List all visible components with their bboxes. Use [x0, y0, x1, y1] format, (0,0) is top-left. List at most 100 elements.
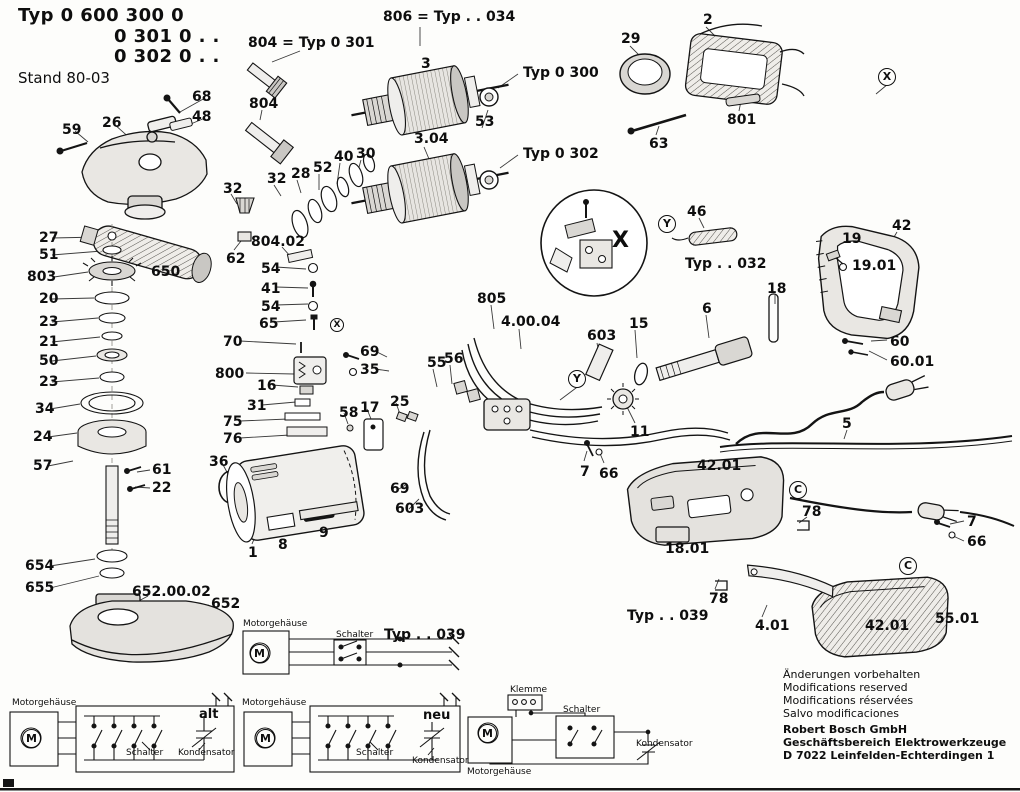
part-callout: 46: [687, 204, 707, 220]
schematic-label: Schalter: [563, 705, 601, 715]
wiring-schematic-3: [243, 692, 461, 773]
lever-19-sketch: [825, 249, 848, 272]
ring-sketches: [291, 153, 376, 239]
part-callout: 654: [25, 558, 55, 574]
part-callout: 21: [39, 334, 59, 350]
variant-tag: alt: [199, 707, 219, 722]
part-callout: 48: [192, 109, 212, 125]
part-callout: 25: [390, 394, 410, 410]
part-callout: 41: [261, 281, 281, 297]
part-callout: 29: [621, 31, 641, 47]
carbon-brush-sketch: [671, 227, 738, 246]
part-callout: 40: [334, 149, 354, 165]
part-callout: 23: [39, 374, 59, 390]
bearing-top-sketch: [479, 87, 499, 107]
part-callout: 55: [427, 355, 447, 371]
page-baseline: [0, 788, 1020, 791]
part-callout: 801: [727, 112, 757, 128]
part-callout: 78: [802, 504, 822, 520]
stator-ring-sketch: [619, 53, 671, 95]
part-callout: 62: [226, 251, 246, 267]
part-callout: 7: [580, 464, 590, 480]
part-callout: 57: [33, 458, 53, 474]
side-handle-sketch: [79, 225, 212, 283]
schematic-label: Kondensator: [636, 739, 693, 749]
circled-marker: Y: [568, 370, 586, 388]
part-callout: 34: [35, 401, 55, 417]
part-callout: 23: [39, 314, 59, 330]
part-callout: 8: [278, 537, 288, 553]
circled-marker: C: [899, 557, 917, 575]
terminal-block-sketch: [453, 380, 531, 431]
part-callout: 6: [702, 301, 712, 317]
part-callout: 800: [215, 366, 245, 382]
part-callout: 32: [223, 181, 243, 197]
part-callout: 17: [360, 400, 380, 416]
variant-label: Typ . . 039: [627, 608, 709, 624]
schematic-label: Motorgehäuse: [12, 698, 77, 708]
type-number-main: Typ 0 600 300 0: [18, 5, 185, 26]
pinion-shaft-sketches: [235, 62, 314, 264]
clip-78-sketches: [715, 520, 810, 591]
part-callout: 27: [39, 230, 59, 246]
schematic-label: Schalter: [336, 630, 374, 640]
circled-marker: X: [330, 318, 344, 332]
company-address: D 7022 Leinfelden-Echterdingen 1: [783, 749, 995, 762]
part-callout: 51: [39, 247, 59, 263]
part-callout: 20: [39, 291, 59, 307]
type-number-variant-2: 0 302 0 . .: [114, 46, 220, 67]
bracket-18-sketch: [768, 293, 779, 343]
part-callout: 53: [475, 114, 495, 130]
part-callout: 3: [421, 56, 431, 72]
company-division: Geschäftsbereich Elektrowerkzeuge: [783, 736, 1007, 749]
part-callout: 18: [767, 281, 787, 297]
variant-label: Typ 0 300: [523, 65, 599, 81]
part-callout: 655: [25, 580, 55, 596]
plate-1801-sketch: [655, 526, 690, 543]
type-number-variant-1: 0 301 0 . .: [114, 26, 220, 47]
switch-lever-sketch: [746, 564, 834, 598]
gear-11-sketch: [607, 383, 639, 415]
part-callout: 31: [247, 398, 267, 414]
cord-2-sketch: [789, 496, 1015, 527]
imprint-line: Salvo modificaciones: [783, 707, 900, 720]
part-callout: 75: [223, 414, 243, 430]
part-callout: 804.02: [251, 234, 306, 250]
fastener-sketches: [56, 94, 956, 608]
variant-tag: neu: [423, 708, 451, 723]
part-callout: 55.01: [935, 611, 980, 627]
part-callout: 35: [360, 362, 380, 378]
schematic-label: Motorgehäuse: [467, 767, 532, 777]
motor-symbol: M: [22, 729, 41, 748]
part-callout: 42.01: [697, 458, 742, 474]
imprint-line: Modifications réservées: [783, 694, 914, 707]
variant-label: Typ . . 039: [384, 627, 466, 643]
part-callout: 63: [649, 136, 669, 152]
page-corner-mark: [3, 779, 14, 787]
motor-symbol: M: [250, 644, 269, 663]
schematic-label: Kondensator: [412, 756, 469, 766]
detail-circle-x-sketch: [540, 189, 648, 297]
part-callout: 16: [257, 378, 277, 394]
variant-label: Typ . . 032: [685, 256, 767, 272]
part-callout: 2: [703, 12, 713, 28]
gear-head-sketch: [81, 115, 208, 220]
part-callout: 65: [259, 316, 279, 332]
part-callout: 42: [892, 218, 912, 234]
imprint-line: Änderungen vorbehalten: [783, 668, 921, 681]
part-callout: 59: [62, 122, 82, 138]
part-callout: 24: [33, 429, 53, 445]
part-callout: 22: [152, 480, 172, 496]
type-header: Typ 0 600 300 0 0 301 0 . . 0 302 0 . . …: [18, 5, 220, 87]
part-callout: 5: [842, 416, 852, 432]
part-callout: 60.01: [890, 354, 935, 370]
part-callout: 28: [291, 166, 311, 182]
part-callout: 30: [356, 146, 376, 162]
part-callout: 54: [261, 261, 281, 277]
schematic-label: Motorgehäuse: [243, 619, 308, 629]
brush-plate-sketch: [218, 356, 419, 504]
schematic-label: Motorgehäuse: [242, 698, 307, 708]
